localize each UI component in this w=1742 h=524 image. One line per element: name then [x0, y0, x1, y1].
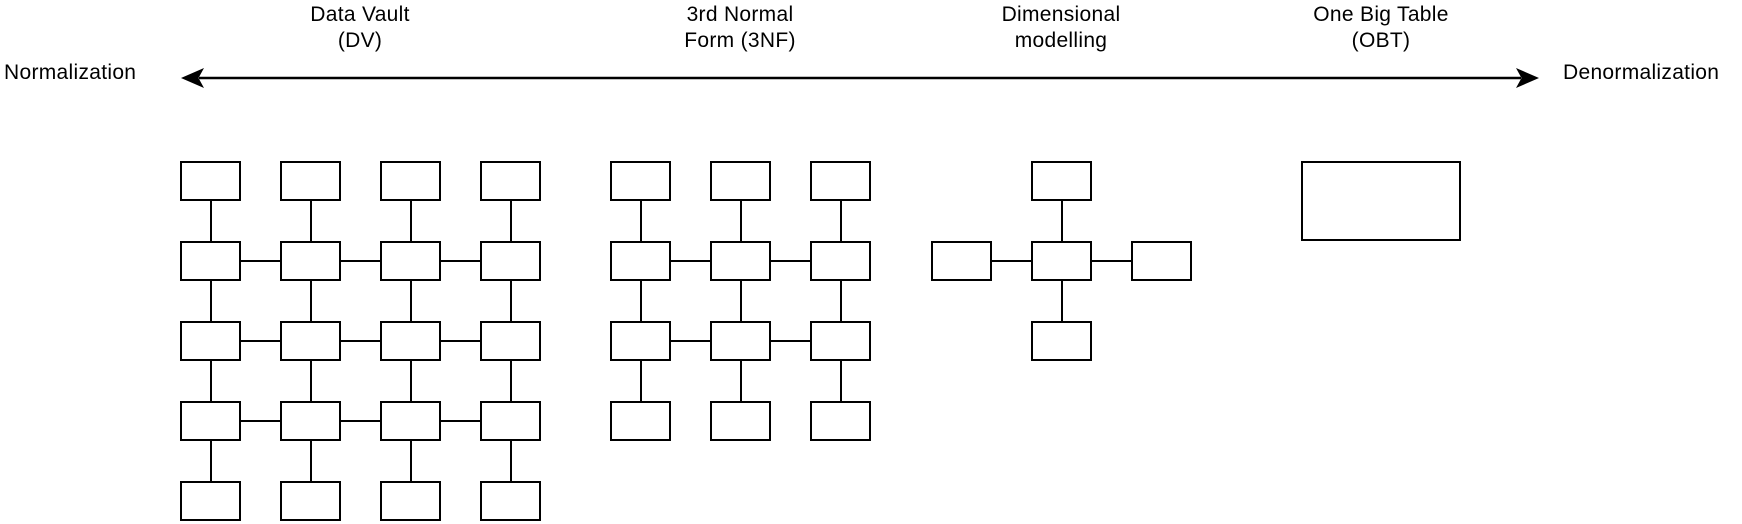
entity-box	[1031, 241, 1092, 281]
connector-line	[839, 201, 842, 241]
entity-box	[280, 161, 341, 201]
entity-box	[180, 161, 241, 201]
connector-line	[509, 281, 512, 321]
entity-box	[480, 161, 541, 201]
entity-box	[1301, 161, 1461, 241]
connector-line	[509, 361, 512, 401]
connector-line	[441, 260, 480, 262]
connector-line	[671, 340, 710, 342]
arrowhead-left-icon	[181, 68, 204, 88]
connector-line	[771, 340, 810, 342]
entity-box	[380, 401, 441, 441]
entity-box	[810, 241, 871, 281]
connector-line	[739, 201, 742, 241]
connector-line	[241, 420, 280, 422]
normalization-label: Normalization	[4, 61, 137, 84]
entity-box	[480, 401, 541, 441]
entity-box	[1131, 241, 1192, 281]
connector-line	[509, 441, 512, 481]
entity-box	[280, 321, 341, 361]
method-title-dimensional: Dimensional modelling	[1002, 2, 1121, 54]
entity-box	[610, 161, 671, 201]
entity-box	[610, 401, 671, 441]
connector-line	[309, 441, 312, 481]
connector-line	[309, 361, 312, 401]
connector-line	[241, 260, 280, 262]
entity-box	[810, 161, 871, 201]
connector-line	[209, 201, 212, 241]
method-title-data-vault: Data Vault (DV)	[310, 2, 410, 54]
connector-line	[209, 361, 212, 401]
connector-line	[1060, 201, 1063, 241]
denormalization-label: Denormalization	[1563, 61, 1720, 84]
connector-line	[639, 281, 642, 321]
connector-line	[992, 260, 1031, 262]
method-title-line: (DV)	[337, 29, 383, 52]
connector-line	[441, 340, 480, 342]
entity-box	[380, 321, 441, 361]
connector-line	[309, 281, 312, 321]
connector-line	[839, 361, 842, 401]
connector-line	[639, 201, 642, 241]
entity-box	[710, 241, 771, 281]
method-title-line: Form (3NF)	[684, 29, 796, 52]
connector-line	[509, 201, 512, 241]
method-title-line: One Big Table	[1313, 3, 1449, 26]
entity-box	[280, 481, 341, 521]
entity-box	[280, 401, 341, 441]
entity-box	[480, 481, 541, 521]
entity-box	[931, 241, 992, 281]
entity-box	[610, 241, 671, 281]
connector-line	[209, 441, 212, 481]
connector-line	[441, 420, 480, 422]
connector-line	[1060, 281, 1063, 321]
connector-line	[409, 361, 412, 401]
entity-box	[180, 241, 241, 281]
connector-line	[341, 340, 380, 342]
connector-line	[409, 281, 412, 321]
method-title-3nf: 3rd Normal Form (3NF)	[684, 2, 796, 54]
connector-line	[639, 361, 642, 401]
entity-box	[380, 481, 441, 521]
connector-line	[409, 441, 412, 481]
method-title-line: Data Vault	[310, 3, 410, 26]
entity-box	[380, 161, 441, 201]
connector-line	[739, 361, 742, 401]
connector-line	[739, 281, 742, 321]
entity-box	[610, 321, 671, 361]
arrowhead-right-icon	[1516, 68, 1539, 88]
connector-line	[241, 340, 280, 342]
entity-box	[710, 321, 771, 361]
connector-line	[341, 260, 380, 262]
entity-box	[380, 241, 441, 281]
method-title-obt: One Big Table (OBT)	[1313, 2, 1448, 54]
entity-box	[280, 241, 341, 281]
entity-box	[180, 401, 241, 441]
connector-line	[839, 281, 842, 321]
method-title-line: Dimensional	[1001, 3, 1121, 26]
method-title-line: modelling	[1014, 29, 1108, 52]
normalization-axis-arrow	[181, 68, 1539, 88]
entity-box	[1031, 161, 1092, 201]
entity-box	[810, 321, 871, 361]
entity-box	[480, 321, 541, 361]
entity-box	[480, 241, 541, 281]
connector-line	[671, 260, 710, 262]
entity-box	[710, 161, 771, 201]
connector-line	[771, 260, 810, 262]
connector-line	[209, 281, 212, 321]
connector-line	[341, 420, 380, 422]
connector-line	[409, 201, 412, 241]
connector-line	[1092, 260, 1131, 262]
method-title-line: 3rd Normal	[686, 3, 794, 26]
entity-box	[1031, 321, 1092, 361]
method-title-line: (OBT)	[1351, 29, 1411, 52]
entity-box	[180, 321, 241, 361]
entity-box	[810, 401, 871, 441]
connector-line	[309, 201, 312, 241]
entity-box	[710, 401, 771, 441]
entity-box	[180, 481, 241, 521]
